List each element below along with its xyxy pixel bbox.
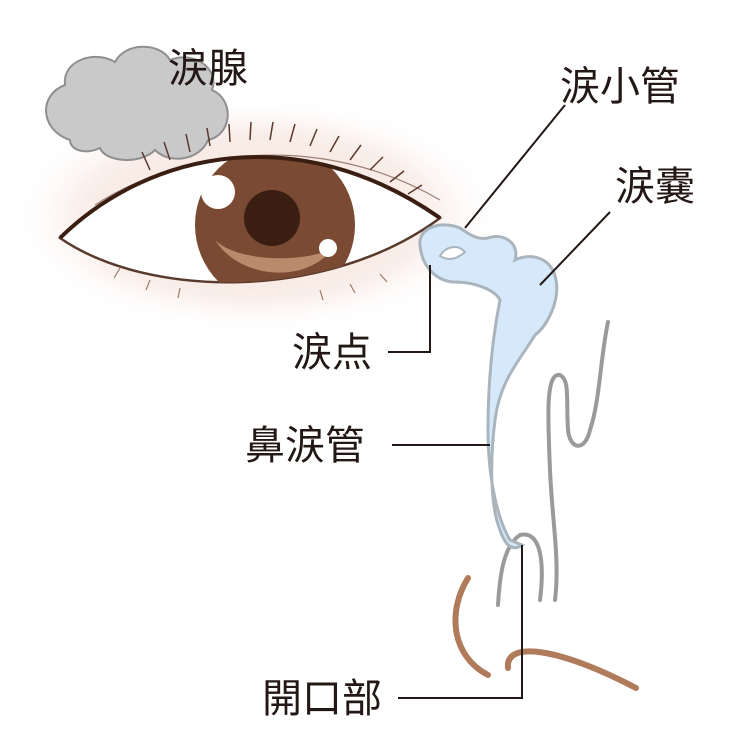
label-lacrimal-gland: 涙腺 <box>168 46 248 92</box>
iris-highlight <box>215 240 335 273</box>
eyeball <box>58 155 443 284</box>
leader-canaliculus <box>464 104 566 229</box>
leader-opening <box>398 545 523 699</box>
punctum-opening <box>438 246 467 260</box>
lower-lashes <box>113 267 388 301</box>
nasal-mucosa <box>452 575 639 691</box>
leader-lines <box>388 104 611 699</box>
leader-lacrimal-sac <box>539 211 611 286</box>
lacrimal-gland-shape <box>45 45 229 161</box>
nasal-cavity-outline <box>496 320 610 607</box>
duct-body <box>418 223 559 550</box>
label-punctum: 涙点 <box>292 330 372 376</box>
label-lacrimal-sac: 涙嚢 <box>615 164 695 210</box>
label-canaliculus: 涙小管 <box>560 64 680 110</box>
label-opening: 開口部 <box>262 676 382 722</box>
leader-punctum <box>388 265 431 353</box>
label-nasolacrimal-duct: 鼻涙管 <box>245 423 365 469</box>
eye-reflection-small <box>319 239 337 257</box>
eye-reflection-large <box>201 175 235 209</box>
pupil <box>244 190 300 246</box>
lacrimal-drainage-system <box>418 223 559 550</box>
